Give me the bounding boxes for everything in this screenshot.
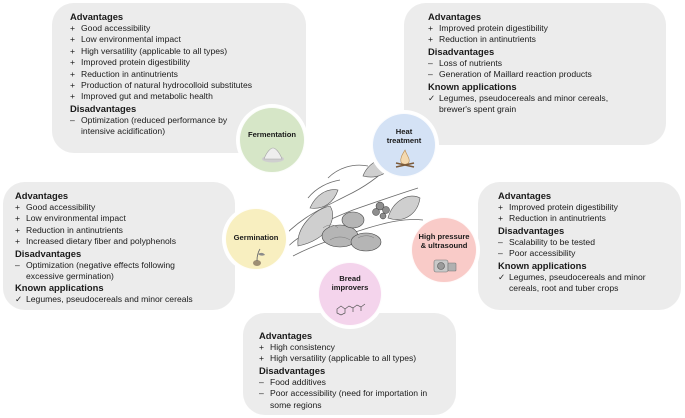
advantages-heading: Advantages	[259, 330, 313, 341]
applications-heading: Known applications	[428, 80, 517, 92]
list-item: ✓Legumes, pseudocereals and minor cereal…	[15, 294, 193, 305]
list-item: +Reduction in antinutrients	[498, 213, 606, 224]
list-item: +Increased dietary fiber and polyphenols	[15, 236, 177, 247]
minus-marker: –	[428, 57, 433, 68]
disadvantages-heading: Disadvantages	[428, 45, 495, 57]
plus-marker: +	[70, 23, 76, 33]
plus-marker: +	[70, 45, 76, 56]
high-pressure-panel: Advantages +Improved protein digestibili…	[478, 182, 681, 310]
minus-marker: –	[70, 114, 75, 125]
molecule-icon	[336, 303, 366, 316]
disadvantages-heading: Disadvantages	[15, 247, 82, 259]
plus-marker: +	[428, 34, 434, 45]
list-item: –Optimization (reduced performance by in…	[70, 114, 228, 137]
bread-label-line2: improvers	[331, 283, 369, 292]
heat-label-line1: Heat	[395, 127, 413, 136]
plus-marker: +	[70, 68, 76, 79]
disadvantages-heading: Disadvantages	[259, 364, 326, 376]
plus-marker: +	[70, 34, 76, 45]
machine-icon	[433, 259, 457, 273]
list-item: +Reduction in antinutrients	[428, 34, 536, 45]
list-item: +Improved protein digestibility	[428, 23, 548, 33]
plus-marker: +	[498, 202, 504, 212]
minus-marker: –	[15, 259, 20, 270]
list-item: –Poor accessibility (need for importatio…	[259, 388, 428, 410]
list-item: +High consistency	[259, 342, 335, 352]
list-item: ✓Legumes, pseudocereals and minor cereal…	[428, 92, 609, 115]
minus-marker: –	[498, 236, 503, 247]
minus-marker: –	[259, 376, 264, 387]
list-item: +Reduction in antinutrients	[15, 224, 123, 235]
high-pressure-label-line1: High pressure	[418, 232, 470, 241]
list-item: +Production of natural hydrocolloid subs…	[70, 80, 253, 91]
plus-marker: +	[70, 80, 76, 91]
plus-marker: +	[259, 342, 265, 352]
plus-marker: +	[15, 213, 21, 224]
sprout-icon	[253, 248, 265, 266]
applications-heading: Known applications	[498, 259, 587, 271]
fermentation-node: Fermentation	[239, 107, 305, 173]
germination-label: Germination	[233, 233, 279, 242]
germination-panel: Advantages +Good accessibility +Low envi…	[3, 182, 235, 310]
list-item: –Loss of nutrients	[428, 57, 503, 68]
check-marker: ✓	[428, 92, 436, 103]
plus-marker: +	[15, 224, 21, 235]
list-item: +Low environmental impact	[70, 34, 181, 45]
list-item: +Improved protein digestibility	[498, 202, 618, 212]
bread-label-line1: Bread	[339, 274, 361, 283]
flour-pile-icon	[262, 147, 284, 163]
list-item: +Low environmental impact	[15, 213, 126, 224]
disadvantages-heading: Disadvantages	[70, 102, 137, 114]
plus-marker: +	[428, 23, 434, 33]
advantages-heading: Advantages	[428, 11, 482, 22]
list-item: +Improved gut and metabolic health	[70, 91, 213, 102]
list-item: +High versatility (applicable to all typ…	[70, 45, 228, 56]
high-pressure-node: High pressure & ultrasound	[411, 217, 477, 283]
list-item: –Optimization (negative effects followin…	[15, 259, 175, 282]
check-marker: ✓	[498, 271, 506, 282]
heat-treatment-node: Heat treatment	[372, 113, 436, 177]
heat-label-line2: treatment	[386, 136, 422, 145]
minus-marker: –	[259, 388, 264, 399]
disadvantages-heading: Disadvantages	[498, 224, 565, 236]
list-item: –Scalability to be tested	[498, 236, 595, 247]
campfire-icon	[395, 149, 415, 168]
list-item: +Reduction in antinutrients	[70, 68, 178, 79]
list-item: +Good accessibility	[15, 202, 96, 212]
check-marker: ✓	[15, 294, 23, 305]
list-item: –Food additives	[259, 376, 326, 387]
bread-improvers-node: Bread improvers	[318, 262, 382, 326]
plus-marker: +	[70, 57, 76, 68]
minus-marker: –	[428, 69, 433, 80]
plus-marker: +	[498, 213, 504, 224]
plus-marker: +	[70, 91, 76, 102]
plus-marker: +	[15, 202, 21, 212]
germination-node: Germination	[225, 208, 287, 270]
high-pressure-label-line2: & ultrasound	[420, 241, 468, 250]
list-item: ✓Legumes, pseudocereals and minor cereal…	[498, 271, 646, 294]
list-item: +High versatility (applicable to all typ…	[259, 353, 417, 364]
minus-marker: –	[498, 248, 503, 259]
list-item: +Good accessibility	[70, 23, 151, 33]
list-item: –Poor accessibility	[498, 248, 576, 259]
advantages-heading: Advantages	[70, 11, 124, 22]
heat-treatment-panel: Advantages +Improved protein digestibili…	[404, 3, 666, 145]
plus-marker: +	[259, 353, 265, 364]
plus-marker: +	[15, 236, 21, 247]
crops-illustration	[277, 156, 424, 257]
fermentation-label: Fermentation	[247, 130, 297, 139]
list-item: –Generation of Maillard reaction product…	[428, 69, 592, 80]
bread-improvers-panel: Advantages +High consistency +High versa…	[243, 313, 456, 415]
applications-heading: Known applications	[15, 282, 104, 294]
advantages-heading: Advantages	[15, 190, 69, 201]
fermentation-panel: Advantages +Good accessibility +Low envi…	[52, 3, 306, 153]
advantages-heading: Advantages	[498, 190, 552, 201]
list-item: +Improved protein digestibility	[70, 57, 190, 68]
